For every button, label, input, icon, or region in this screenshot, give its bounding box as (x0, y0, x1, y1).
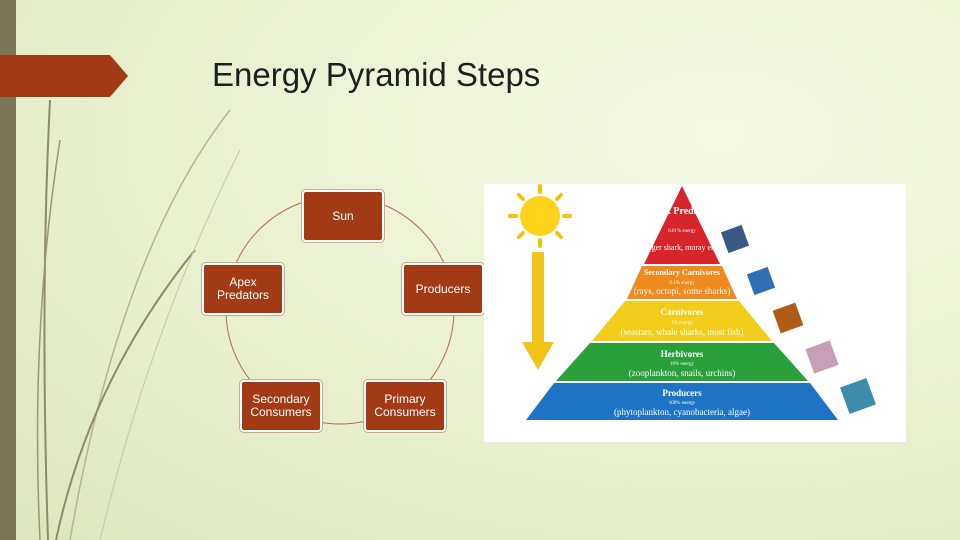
cycle-node-label: Secondary Consumers (250, 392, 312, 419)
cycle-node-producers: Producers (402, 263, 484, 315)
phytoplankton-photo-icon (840, 378, 876, 414)
cycle-node-label: Primary Consumers (374, 392, 436, 419)
urchin-photo-icon (805, 340, 839, 374)
title-accent-tab (0, 55, 128, 97)
cycle-node-label: Sun (332, 208, 354, 223)
energy-arrow-icon (522, 252, 554, 370)
pyramid-producers-name: Producers (662, 388, 702, 398)
pyramid-producers-examples: (phytoplankton, cyanobacteria, algae) (614, 407, 750, 417)
pyramid-herbivores-energy: 10% energy (670, 362, 694, 367)
pyramid-graphic: Apex Predators 0.01% energy (tiger shark… (508, 184, 876, 420)
pyramid-carnivores-energy: 1% energy (671, 321, 693, 326)
pyramid-secondary-energy: 0.1% energy (669, 281, 695, 286)
pyramid-carnivores-name: Carnivores (661, 307, 704, 317)
pyramid-level-secondary (627, 266, 737, 299)
pyramid-carnivores-examples: (seastars, whale sharks, most fish) (621, 327, 744, 337)
pyramid-level-carnivores (592, 301, 772, 341)
fish-photo-icon (772, 302, 804, 334)
pyramid-secondary-name: Secondary Carnivores (644, 268, 720, 277)
pyramid-producers-energy: 100% energy (669, 401, 696, 406)
sun-icon (508, 184, 572, 248)
cycle-node-label: Producers (415, 281, 471, 296)
shark-photo-icon (720, 224, 750, 254)
pyramid-apex-energy: 0.01% energy (668, 229, 696, 234)
energy-pyramid-image: Apex Predators 0.01% energy (tiger shark… (484, 184, 906, 442)
energy-cycle-diagram: Sun Producers Primary Consumers Secondar… (190, 180, 490, 440)
slide-title: Energy Pyramid Steps (212, 56, 541, 93)
cycle-node-sun: Sun (302, 190, 384, 242)
pyramid-apex-examples: (tiger shark, moray eel) (644, 243, 719, 252)
cycle-node-secondary-consumers: Secondary Consumers (240, 380, 322, 432)
pyramid-level-apex (644, 186, 720, 264)
decorative-lines (36, 99, 240, 540)
cycle-node-primary-consumers: Primary Consumers (364, 380, 446, 432)
cycle-node-label: Apex Predators (216, 275, 270, 302)
cycle-node-apex-predators: Apex Predators (202, 263, 284, 315)
pyramid-level-herbivores (556, 343, 808, 381)
pyramid-herbivores-examples: (zooplankton, snails, urchins) (629, 368, 735, 378)
left-sidebar-bar (0, 0, 16, 540)
ray-photo-icon (746, 266, 776, 296)
pyramid-apex-name: Apex Predators (649, 206, 716, 217)
pyramid-secondary-examples: (rays, octopi, some sharks) (634, 286, 731, 296)
pyramid-level-producers (526, 383, 838, 420)
pyramid-herbivores-name: Herbivores (661, 349, 704, 359)
